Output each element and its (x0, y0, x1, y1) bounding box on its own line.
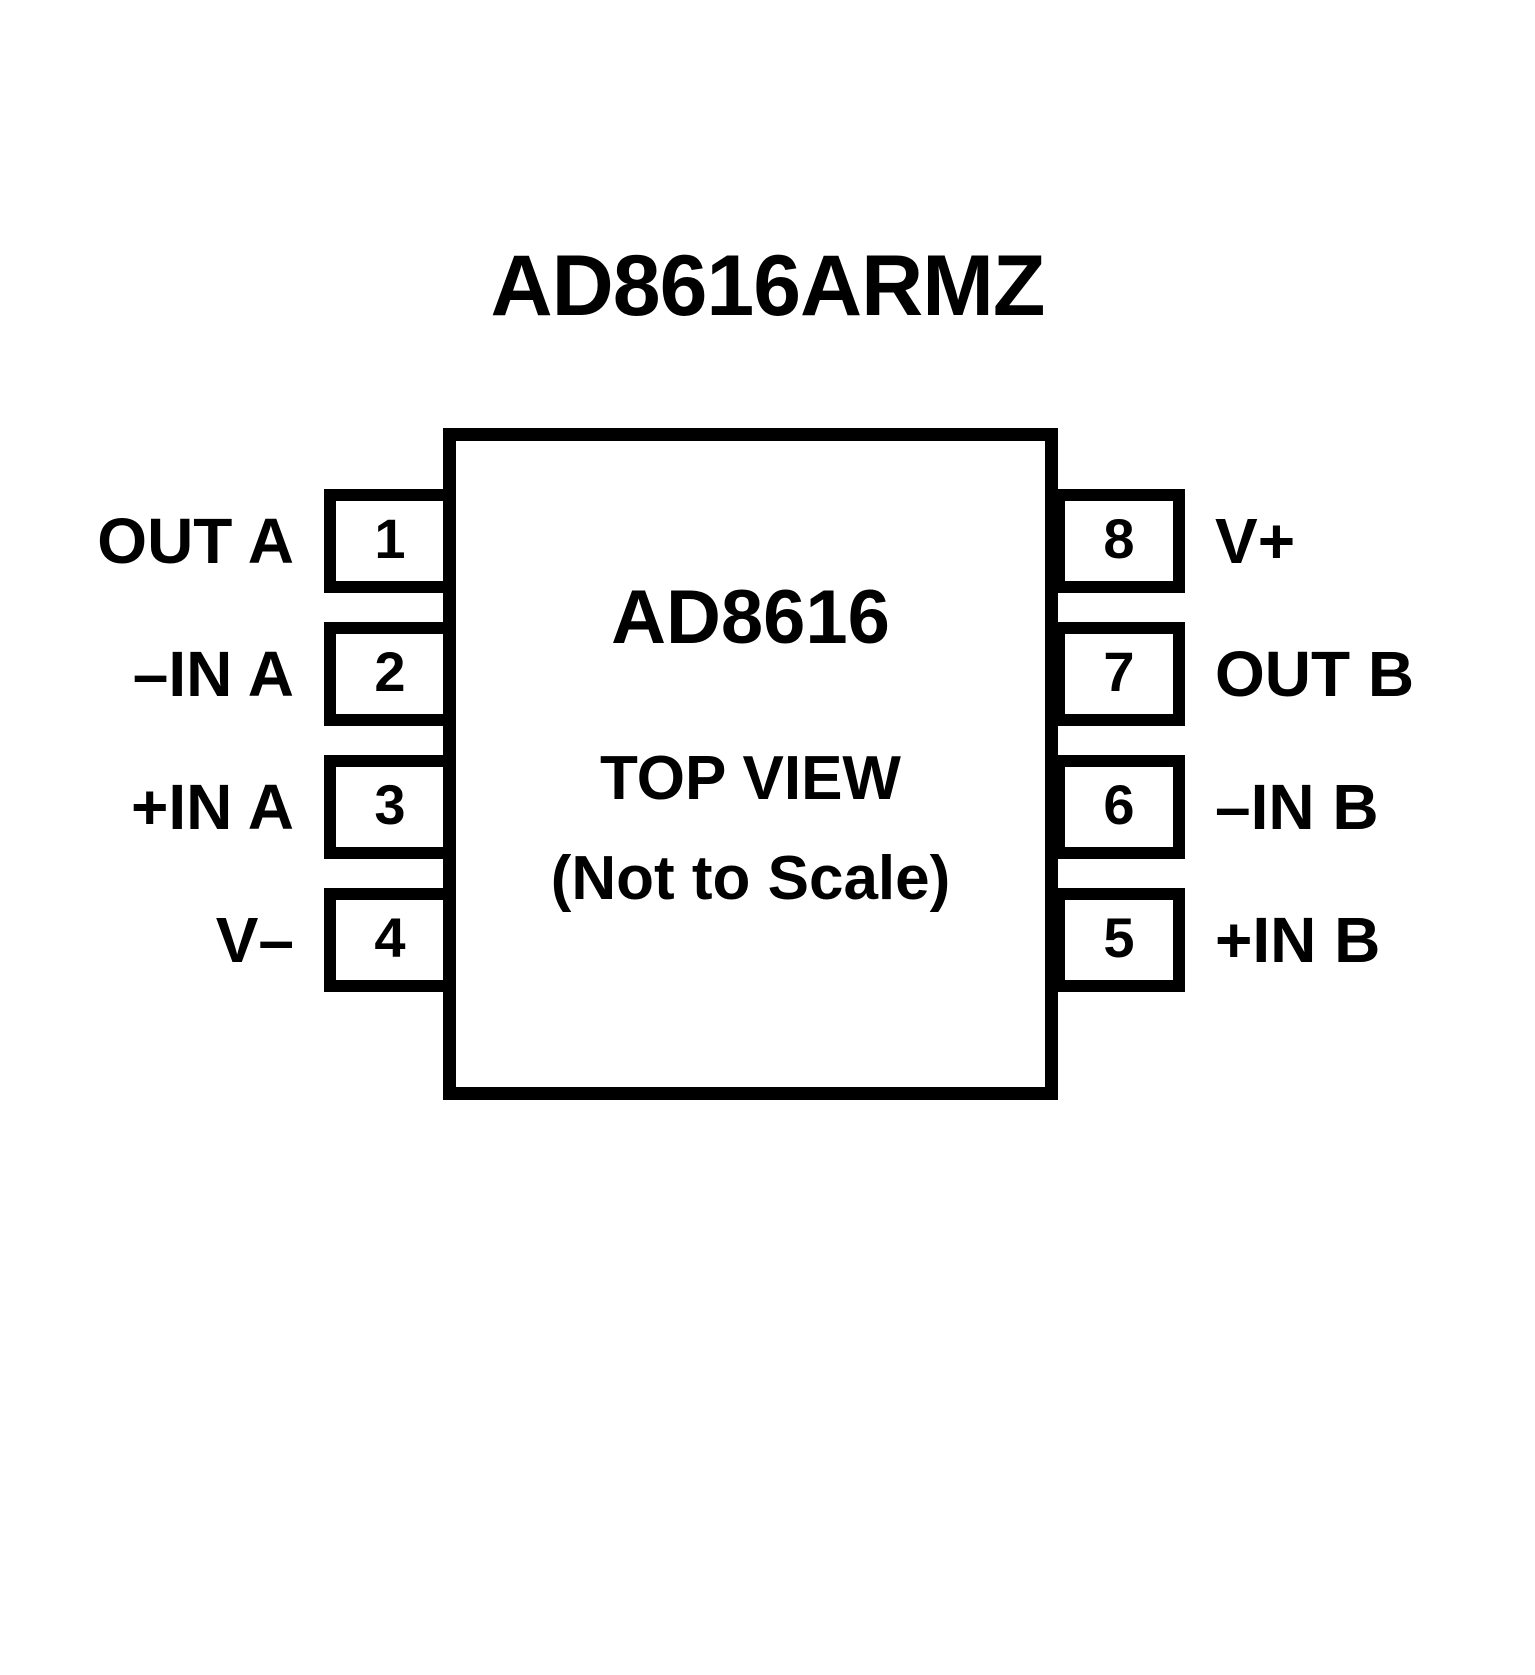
package-view-label: TOP VIEW (600, 744, 901, 813)
pin-number-6: 6 (1103, 773, 1135, 836)
pin-box-2[interactable]: 2 (324, 622, 456, 726)
pin-box-5[interactable]: 5 (1053, 888, 1185, 992)
pin-box-3[interactable]: 3 (324, 755, 456, 859)
page-title: AD8616ARMZ (490, 238, 1046, 334)
pin-number-2: 2 (374, 640, 406, 703)
pin-label-8: V+ (1215, 505, 1296, 577)
pin-label-3: +IN A (131, 771, 294, 843)
pin-label-4: V– (215, 904, 294, 976)
package-scale-note: (Not to Scale) (550, 844, 951, 913)
package-body-outline (443, 428, 1058, 1100)
pin-number-5: 5 (1103, 906, 1135, 969)
pin-box-1[interactable]: 1 (324, 489, 456, 593)
pin-box-7[interactable]: 7 (1053, 622, 1185, 726)
pin-number-3: 3 (374, 773, 406, 836)
pin-label-6: –IN B (1215, 771, 1379, 843)
pin-number-7: 7 (1103, 640, 1135, 703)
pin-number-1: 1 (374, 507, 406, 570)
package-part-number: AD8616 (611, 575, 890, 660)
pin-label-1: OUT A (97, 505, 294, 577)
pin-label-5: +IN B (1215, 904, 1381, 976)
pin-box-8[interactable]: 8 (1053, 489, 1185, 593)
pin-box-6[interactable]: 6 (1053, 755, 1185, 859)
pin-box-4[interactable]: 4 (324, 888, 456, 992)
pin-number-4: 4 (374, 906, 406, 969)
pin-number-8: 8 (1103, 507, 1135, 570)
pin-label-2: –IN A (132, 638, 294, 710)
pin-label-7: OUT B (1215, 638, 1415, 710)
